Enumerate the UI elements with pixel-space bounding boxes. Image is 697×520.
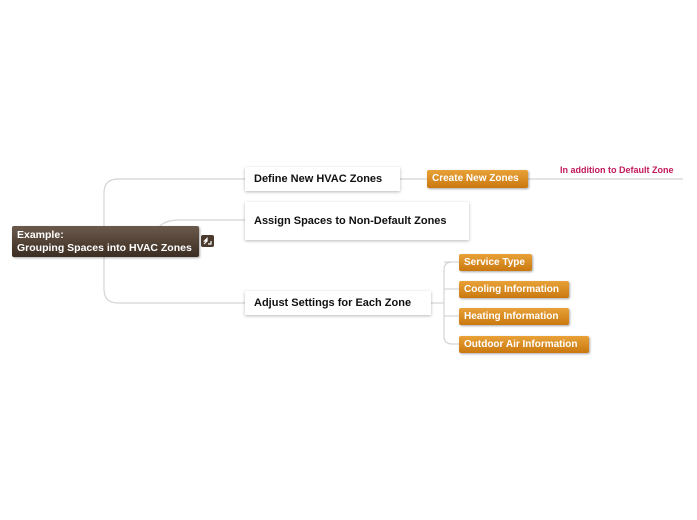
topic-adjust-settings[interactable]: Adjust Settings for Each Zone <box>245 291 431 315</box>
topic-assign-spaces[interactable]: Assign Spaces to Non-Default Zones <box>245 202 469 240</box>
subtopic-label: Cooling Information <box>464 283 559 295</box>
subtopic-label: Outdoor Air Information <box>464 338 578 350</box>
central-topic-line-1: Example: <box>17 229 64 241</box>
connector-root-to-define <box>103 178 245 241</box>
connector-adjust-bracket <box>443 261 453 345</box>
subtopic-cooling-information[interactable]: Cooling Information <box>459 281 569 298</box>
topic-label: Adjust Settings for Each Zone <box>254 296 412 309</box>
topic-label: Assign Spaces to Non-Default Zones <box>254 214 447 227</box>
topic-define-new-hvac-zones[interactable]: Define New HVAC Zones <box>245 167 400 191</box>
subtopic-create-new-zones[interactable]: Create New Zones <box>427 170 528 188</box>
central-topic-line-2: Grouping Spaces into HVAC Zones <box>17 241 192 254</box>
expand-arrows-icon <box>203 237 212 245</box>
subtopic-label: Heating Information <box>464 310 559 322</box>
subtopic-service-type[interactable]: Service Type <box>459 254 532 271</box>
subtopic-heating-information[interactable]: Heating Information <box>459 308 569 325</box>
subtopic-label: Create New Zones <box>432 173 519 184</box>
collapse-toggle[interactable] <box>201 235 214 247</box>
central-topic[interactable]: Example: Grouping Spaces into HVAC Zones <box>12 226 199 257</box>
subtopic-outdoor-air-information[interactable]: Outdoor Air Information <box>459 336 589 353</box>
subtopic-label: Service Type <box>464 256 525 268</box>
connector-root-to-adjust <box>103 241 245 304</box>
callout-note: In addition to Default Zone <box>560 165 674 175</box>
topic-label: Define New HVAC Zones <box>254 172 383 185</box>
